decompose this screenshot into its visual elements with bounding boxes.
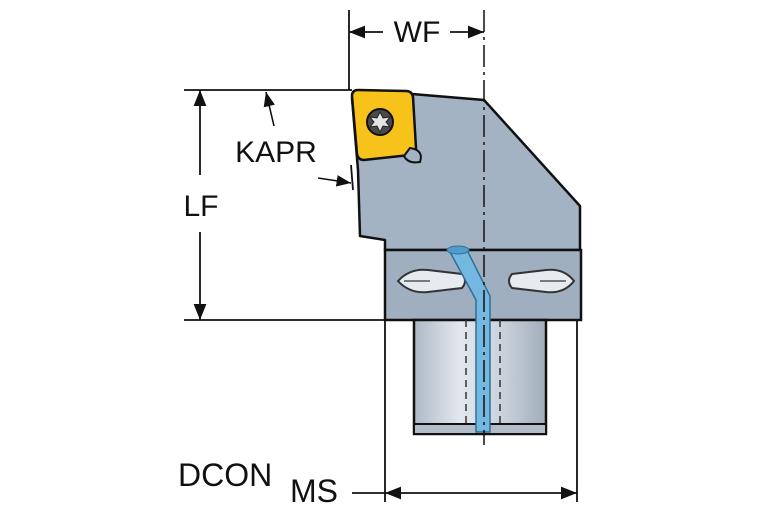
dcon-label: DCON <box>178 457 272 493</box>
kapr-reference-line <box>350 164 354 191</box>
torx-icon <box>368 110 392 134</box>
coolant-outlet <box>446 245 470 255</box>
lf-label: LF <box>183 190 218 223</box>
kapr-leader-bottom <box>317 175 352 187</box>
dcon-subscript: MS <box>290 473 338 509</box>
wf-label: WF <box>394 16 441 49</box>
clamp-pin <box>402 146 422 164</box>
kapr-leader-top <box>263 91 275 127</box>
kapr-label: KAPR <box>235 136 317 169</box>
